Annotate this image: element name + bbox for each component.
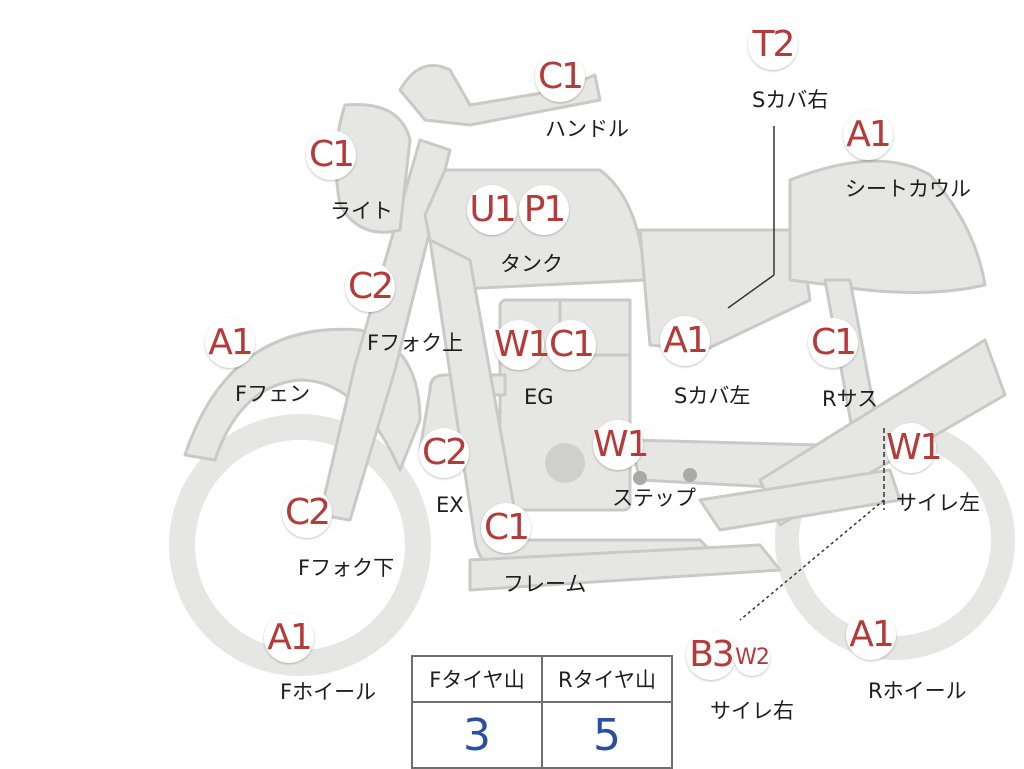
ex-code-badge: C2	[419, 428, 469, 478]
ex-label: EX	[436, 493, 464, 517]
f-tire-value: 3	[411, 701, 543, 769]
f-wheel-label: Fホイール	[280, 680, 377, 704]
silencer-right-label: サイレ右	[710, 699, 794, 723]
leader-line-silencer-right	[739, 499, 885, 621]
frame-code-badge: C1	[481, 503, 531, 553]
f-fork-upper-label: Fフォク上	[367, 331, 464, 355]
silencer-left-code-badge: W1	[886, 423, 943, 473]
f-fork-lower-code-badge: C2	[282, 488, 332, 538]
seat-cowl-shape	[788, 159, 987, 294]
eg-code-badge-1: W1	[494, 320, 551, 370]
r-tire-header: Rタイヤ山	[541, 655, 673, 703]
silencer-right-code-badge-2: W2	[734, 640, 770, 676]
handlebar-shape	[398, 64, 602, 127]
swingarm-shape	[698, 468, 902, 532]
step-peg-1	[633, 471, 647, 485]
f-fender-code-badge: A1	[205, 318, 255, 368]
s-cover-right-code-badge: T2	[748, 20, 798, 70]
step-peg-2	[683, 468, 697, 482]
seat-cowl-label: シートカウル	[845, 177, 971, 201]
r-wheel-code-badge: A1	[846, 610, 896, 660]
f-fender-label: Fフェン	[235, 382, 311, 406]
step-label: ステップ	[612, 486, 696, 510]
step-code-badge: W1	[593, 420, 650, 470]
s-cover-right-label: Sカバ右	[752, 88, 829, 112]
frame-lower-shape	[468, 543, 782, 592]
f-fork-upper-code-badge: C2	[345, 262, 395, 312]
frame-label: フレーム	[503, 572, 587, 596]
leader-line-s-cover	[727, 126, 775, 309]
f-tire-header: Fタイヤ山	[411, 655, 543, 703]
r-tire-value: 5	[541, 701, 673, 769]
eg-code-badge-2: C1	[546, 320, 596, 370]
light-code-badge: C1	[306, 130, 356, 180]
light-label: ライト	[330, 199, 393, 223]
r-sus-label: Rサス	[822, 387, 879, 411]
f-wheel-code-badge: A1	[264, 613, 314, 663]
tank-code-badge-1: U1	[467, 185, 517, 235]
tire-table-value-row: 3 5	[411, 701, 673, 769]
s-cover-left-label: Sカバ左	[674, 384, 751, 408]
silencer-right-code-badge-1: B3	[686, 630, 736, 680]
tank-label: タンク	[500, 252, 563, 276]
handle-code-badge: C1	[535, 52, 585, 102]
tire-table-header-row: Fタイヤ山 Rタイヤ山	[411, 655, 673, 703]
fork-shape	[318, 138, 452, 522]
seat-cowl-code-badge: A1	[843, 110, 893, 160]
eg-label: EG	[524, 385, 554, 409]
handle-label: ハンドル	[545, 117, 629, 141]
engine-case-circle	[545, 443, 585, 483]
r-wheel-label: Rホイール	[868, 679, 967, 703]
front-wheel-shape	[169, 414, 431, 676]
f-fork-lower-label: Fフォク下	[298, 556, 395, 580]
s-cover-left-code-badge: A1	[660, 316, 710, 366]
tank-code-badge-2: P1	[519, 185, 569, 235]
tire-tread-table: Fタイヤ山 Rタイヤ山 3 5	[411, 655, 673, 769]
r-sus-code-badge: C1	[808, 318, 858, 368]
silencer-left-label: サイレ左	[896, 491, 980, 515]
